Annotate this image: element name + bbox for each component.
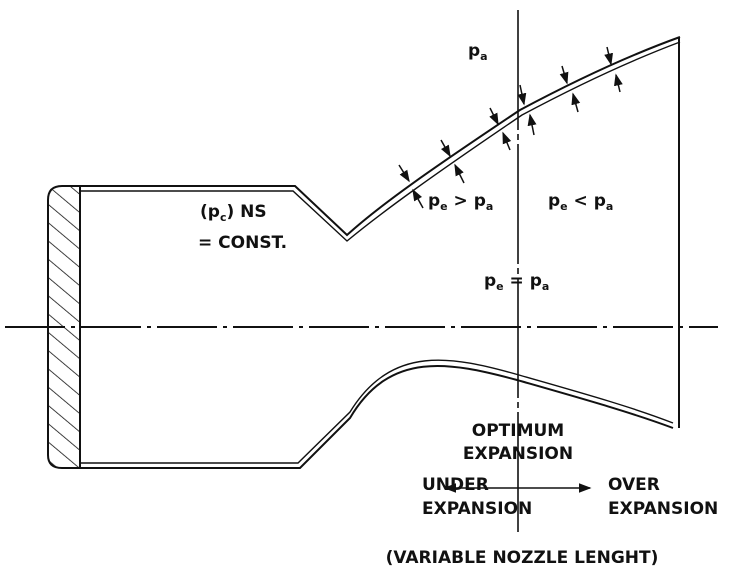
label-pe-lt-pa: pe < pa: [548, 191, 613, 213]
label-pa: pa: [468, 41, 488, 63]
nozzle-wall-bottom: [80, 359, 674, 469]
ambient-pressure-arrows: [398, 46, 623, 209]
label-under-expansion: EXPANSION: [422, 499, 532, 519]
label-over: OVER: [608, 475, 660, 495]
label-over-expansion: EXPANSION: [608, 499, 718, 519]
label-const: = CONST.: [198, 233, 287, 253]
label-chamber-pressure: (pc) NS: [200, 202, 267, 224]
label-under: UNDER: [422, 475, 489, 495]
label-optimum: OPTIMUM: [472, 421, 564, 441]
label-pe-eq-pa: pe = pa: [484, 271, 549, 293]
nozzle-wall-top: [80, 36, 681, 242]
label-optimum-expansion: EXPANSION: [463, 444, 573, 464]
caption: (VARIABLE NOZZLE LENGHT): [386, 548, 659, 568]
label-pe-gt-pa: pe > pa: [428, 191, 493, 213]
